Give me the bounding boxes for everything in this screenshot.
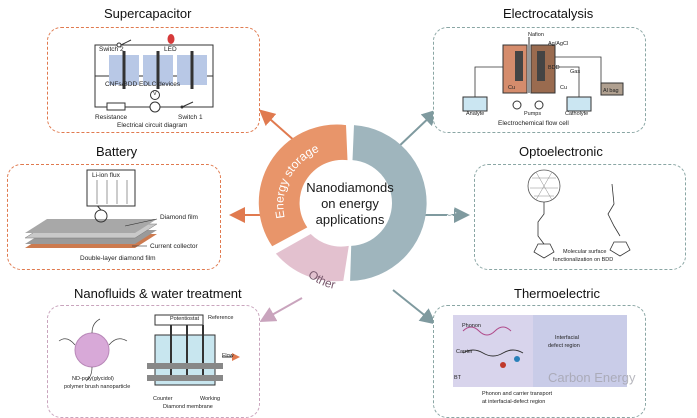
battery-title: Battery bbox=[96, 144, 138, 159]
watermark: Carbon Energy bbox=[548, 370, 636, 385]
gas-label: Gas bbox=[570, 69, 581, 75]
optoelectronic-title: Optoelectronic bbox=[519, 144, 603, 159]
diamond-film-label: Diamond film bbox=[160, 214, 198, 221]
flow-label: Flow bbox=[222, 353, 234, 359]
potentiostat-label: Potentiostat bbox=[170, 316, 200, 322]
nafion-label: Nafion bbox=[528, 32, 544, 38]
center-title: Nanodiamonds on energy applications bbox=[300, 180, 400, 228]
center-title-line2: on energy bbox=[321, 196, 379, 211]
electrocatalysis-title: Electrocatalysis bbox=[503, 6, 594, 21]
circuit-caption: Electrical circuit diagram bbox=[117, 122, 188, 129]
thermoelectric-illustration bbox=[453, 315, 627, 387]
thermoelectric-title: Thermoelectric bbox=[514, 286, 600, 301]
voltmeter-label: V bbox=[153, 91, 157, 97]
optoelectronic-panel bbox=[474, 164, 686, 270]
working-label: Working bbox=[200, 396, 221, 402]
nanofluids-title: Nanofluids & water treatment bbox=[74, 286, 242, 301]
agagcl-label: Ag/AgCl bbox=[548, 41, 569, 47]
battery-caption: Double-layer diamond film bbox=[80, 255, 156, 262]
devices-label: CNFs/BDD EDLC devices bbox=[105, 81, 181, 88]
cu-right-label: Cu bbox=[560, 85, 568, 91]
albag-label: Al bag bbox=[603, 88, 619, 94]
ndpoly-caption-2: polymer brush nanoparticle bbox=[64, 384, 131, 390]
carrier-label: Carrier bbox=[456, 349, 473, 355]
bt-label: BT bbox=[454, 375, 462, 381]
bdd-label: BDD bbox=[548, 65, 560, 71]
ring-segment-energy-storage bbox=[258, 124, 348, 247]
ring-segment-other bbox=[275, 234, 349, 282]
arrow-to-thermoelectric bbox=[392, 289, 437, 325]
flow-cell-caption: Electrochemical flow cell bbox=[498, 120, 569, 127]
reference-label: Reference bbox=[208, 315, 234, 321]
resistance-label: Resistance bbox=[95, 114, 128, 121]
opto-caption-2: functionalization on BDD bbox=[553, 257, 614, 263]
counter-label: Counter bbox=[153, 396, 173, 402]
interfacial-label-2: defect region bbox=[548, 343, 580, 349]
circuit-diagram bbox=[94, 34, 214, 113]
battery-illustration bbox=[24, 169, 158, 248]
switch1-label: Switch 1 bbox=[178, 114, 203, 121]
current-collector-label: Current collector bbox=[150, 243, 198, 250]
ndpoly-caption-1: ND-poly(glycidol) bbox=[72, 376, 114, 382]
center-title-line3: applications bbox=[315, 212, 385, 227]
thermo-caption-2: at interfacial-defect region bbox=[482, 399, 546, 405]
phonon-label: Phonon bbox=[462, 323, 481, 329]
molecule-illustration bbox=[527, 169, 631, 259]
flow-cell-illustration bbox=[462, 37, 624, 112]
catholyte-label: Catholyte bbox=[565, 111, 589, 117]
pumps-label: Pumps bbox=[524, 111, 542, 117]
center-title-line1: Nanodiamonds bbox=[306, 180, 394, 195]
membrane-label: Diamond membrane bbox=[163, 404, 213, 410]
nanofluids-illustration bbox=[58, 314, 240, 386]
cu-left-label: Cu bbox=[508, 85, 516, 91]
liion-flux-label: Li-ion flux bbox=[92, 172, 120, 179]
analyte-label: Analyte bbox=[466, 111, 485, 117]
ring-segment-energy-conversion bbox=[350, 125, 427, 281]
opto-caption-1: Molecular surface bbox=[563, 249, 607, 255]
switch2-label: Switch 2 bbox=[99, 46, 124, 53]
led-label: LED bbox=[164, 46, 177, 53]
thermo-caption-1: Phonon and carrier transport bbox=[482, 391, 553, 397]
arrow-to-nanofluids bbox=[259, 297, 303, 322]
supercapacitor-title: Supercapacitor bbox=[104, 6, 192, 21]
interfacial-label-1: Interfacial bbox=[555, 335, 579, 341]
arrow-to-electrocatalysis bbox=[394, 109, 438, 151]
